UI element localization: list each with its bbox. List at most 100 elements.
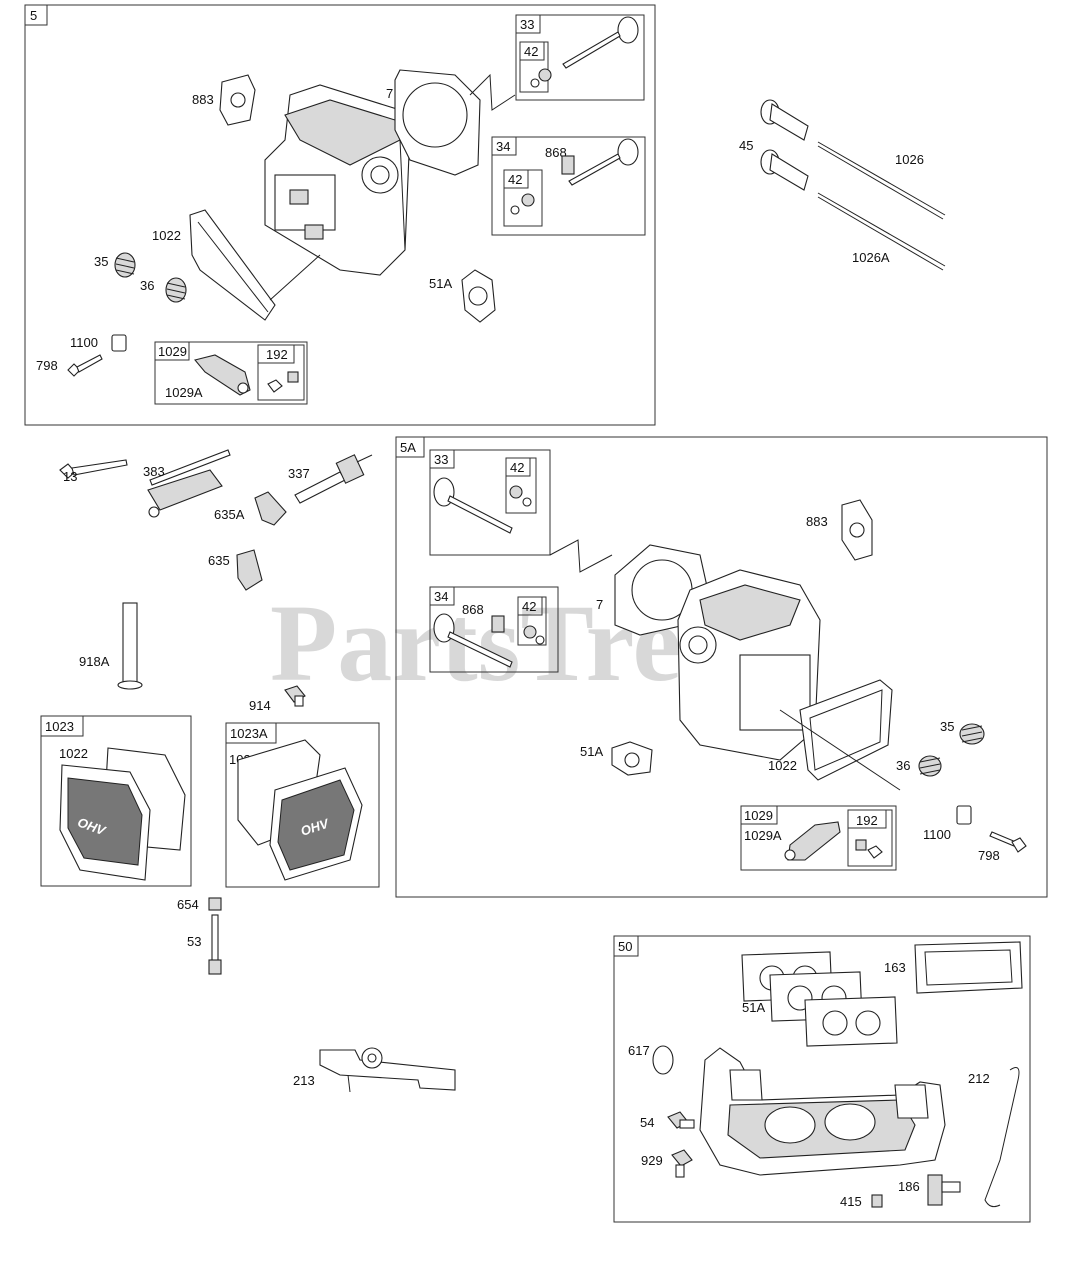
label-635a: 635A <box>214 507 245 522</box>
valve-spring-35-part[interactable] <box>114 252 136 278</box>
bolt-54-part[interactable] <box>667 1111 695 1129</box>
nut-192-part[interactable] <box>267 371 299 393</box>
bolt-914-part[interactable] <box>284 685 306 707</box>
box-1029-label: 1029 <box>158 344 187 359</box>
box-5a-192-label: 192 <box>856 813 878 828</box>
loose-parts: 13 383 337 635A 635 918A 914 654 53 213 <box>59 449 456 1093</box>
nut-5a-192-part[interactable] <box>855 839 883 859</box>
section-5a-frame <box>395 436 1048 898</box>
rocker-arm-5a-part[interactable] <box>784 821 841 861</box>
box-5a-33 <box>429 449 551 556</box>
label-383: 383 <box>143 464 165 479</box>
label-1026a: 1026A <box>852 250 890 265</box>
box-5a-34 <box>429 586 559 673</box>
rocker-gasket-part[interactable] <box>189 209 276 321</box>
label-50-51a: 51A <box>742 1000 765 1015</box>
spark-plug-337-part[interactable] <box>294 454 373 504</box>
valve-5a-33-part[interactable] <box>433 477 532 534</box>
label-5a-868: 868 <box>462 602 484 617</box>
stud-53-part[interactable] <box>208 914 222 975</box>
bracket-213-part[interactable] <box>319 1047 456 1093</box>
label-5a-35: 35 <box>940 719 954 734</box>
bolt-798-part[interactable] <box>67 354 103 377</box>
rocker-arm-part[interactable] <box>194 354 251 396</box>
valve-33-part[interactable] <box>562 16 639 69</box>
section-5: 5 <box>24 4 656 426</box>
gasket-5a-883-part[interactable] <box>841 499 873 561</box>
box-1023a <box>225 722 380 888</box>
gasket-5a-51a-part[interactable] <box>611 741 653 776</box>
box-1023-label: 1023 <box>45 719 74 734</box>
clip-1100-part[interactable] <box>111 334 127 352</box>
label-36: 36 <box>140 278 154 293</box>
gasket-51a-part[interactable] <box>461 269 496 323</box>
label-5a-1100: 1100 <box>923 827 951 842</box>
box-5a-1029-label: 1029 <box>744 808 773 823</box>
bolt-929-part[interactable] <box>671 1149 693 1178</box>
label-51a: 51A <box>429 276 452 291</box>
pushrod-group: 45 1026 1026A <box>739 99 946 271</box>
valve-5a-34-part[interactable] <box>433 613 545 668</box>
label-186: 186 <box>898 1179 920 1194</box>
box-33-label: 33 <box>520 17 534 32</box>
label-415: 415 <box>840 1194 862 1209</box>
cylinder-head-5a-part[interactable] <box>677 569 821 761</box>
fitting-186-part[interactable] <box>927 1174 961 1206</box>
nut-654-part[interactable] <box>208 897 222 911</box>
label-213: 213 <box>293 1073 315 1088</box>
label-883: 883 <box>192 92 214 107</box>
box-33 <box>515 14 645 101</box>
pushrod-1026-part[interactable] <box>817 141 946 220</box>
bolt-5a-798-part[interactable] <box>989 831 1027 853</box>
label-13: 13 <box>63 469 77 484</box>
pin-383-part[interactable] <box>147 449 231 518</box>
box-1023 <box>40 715 192 887</box>
label-617: 617 <box>628 1043 650 1058</box>
bolt-13-part[interactable] <box>59 459 128 479</box>
label-1029a: 1029A <box>165 385 203 400</box>
valve-34-part[interactable] <box>510 138 639 215</box>
label-45: 45 <box>739 138 753 153</box>
box-34 <box>491 136 646 236</box>
valve-spring-36-part[interactable] <box>165 277 187 303</box>
label-1022-a: 1022 <box>59 746 88 761</box>
label-212: 212 <box>968 1071 990 1086</box>
head-gasket-part[interactable] <box>394 69 481 176</box>
box-1029 <box>154 341 308 405</box>
intake-gaskets-51a-part[interactable] <box>741 951 898 1047</box>
label-918a: 918A <box>79 654 110 669</box>
boot-635-part[interactable] <box>236 549 263 591</box>
tube-918a-part[interactable] <box>117 602 143 690</box>
pushrod-1026a-part[interactable] <box>817 192 946 271</box>
box-34-label: 34 <box>496 139 510 154</box>
cylinder-head-part[interactable] <box>264 84 411 276</box>
o-ring-617-part[interactable] <box>652 1045 674 1075</box>
section-5a: 5A 33 42 34 42 868 <box>395 436 1048 898</box>
box-5a-42-b-label: 42 <box>522 599 536 614</box>
valve-keeper-part[interactable] <box>530 68 552 88</box>
label-654: 654 <box>177 897 199 912</box>
label-798: 798 <box>36 358 58 373</box>
boot-635a-part[interactable] <box>254 491 287 526</box>
gasket-163-part[interactable] <box>914 941 1023 994</box>
valve-spring-5a-36-part[interactable] <box>918 755 942 777</box>
intake-manifold-part[interactable] <box>699 1047 946 1176</box>
section-5a-tag: 5A <box>400 440 416 455</box>
gasket-883-part[interactable] <box>219 74 256 126</box>
valve-lifter-45-part[interactable] <box>760 99 809 191</box>
label-7: 7 <box>386 86 393 101</box>
section-50-tag: 50 <box>618 939 632 954</box>
valve-cover-1023a-part[interactable]: OHV <box>237 739 363 881</box>
label-163: 163 <box>884 960 906 975</box>
valve-cover-1023-part[interactable]: OHV <box>59 747 186 881</box>
section-50-frame <box>613 935 1031 1223</box>
plug-415-part[interactable] <box>871 1194 883 1208</box>
clip-5a-1100-part[interactable] <box>956 805 972 825</box>
box-192-label: 192 <box>266 347 288 362</box>
link-rod-212-part[interactable] <box>984 1067 1020 1208</box>
box-42-a-label: 42 <box>524 44 538 59</box>
rocker-gasket-5a-part[interactable] <box>799 679 893 781</box>
valve-spring-5a-35-part[interactable] <box>959 723 985 745</box>
box-5a-42-a-label: 42 <box>510 460 524 475</box>
